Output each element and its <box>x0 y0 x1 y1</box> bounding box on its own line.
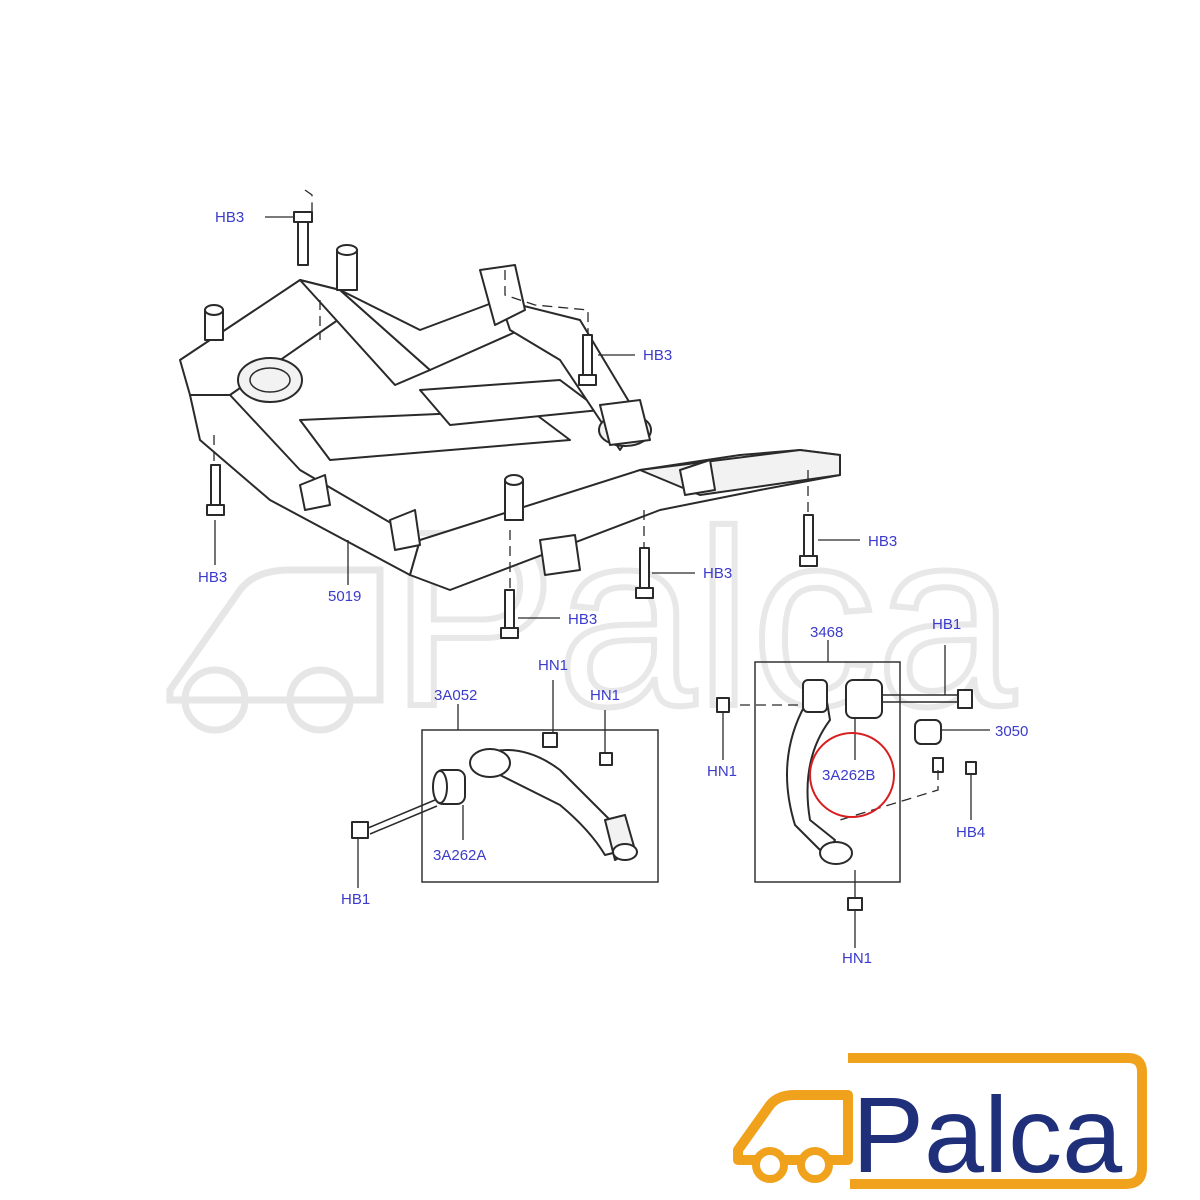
callout-hn1-d: HN1 <box>842 950 872 967</box>
callout-3A262B: 3A262B <box>822 767 875 784</box>
callout-hb1-right: HB1 <box>932 616 961 633</box>
highlight-circle <box>809 732 895 818</box>
callout-hb3-mid: HB3 <box>643 347 672 364</box>
bolt-hb3-bottom <box>500 589 519 639</box>
callout-3A262A: 3A262A <box>433 847 486 864</box>
callout-hb3-right: HB3 <box>868 533 897 550</box>
callout-hb1-left: HB1 <box>341 891 370 908</box>
callout-hn1-b: HN1 <box>590 687 620 704</box>
logo-frame <box>848 1053 1147 1189</box>
callout-hb3-center: HB3 <box>703 565 732 582</box>
bolt-hb3-top <box>293 211 313 266</box>
callout-3A052: 3A052 <box>434 687 477 704</box>
callout-hb3-left: HB3 <box>198 569 227 586</box>
callout-hb3-top: HB3 <box>215 209 244 226</box>
logo-car-icon <box>733 1090 853 1183</box>
logo-text: Palca <box>852 1074 1123 1195</box>
callout-5019: 5019 <box>328 588 361 605</box>
callout-3468: 3468 <box>810 624 843 641</box>
lower-arm-3468-group <box>716 640 990 948</box>
callout-3050: 3050 <box>995 723 1028 740</box>
bolt-hb3-left <box>206 464 225 516</box>
callout-hb3-bottom: HB3 <box>568 611 597 628</box>
callout-hb4: HB4 <box>956 824 985 841</box>
palca-logo: Palca <box>733 1053 1147 1195</box>
subframe-5019 <box>179 244 841 591</box>
callout-hn1-a: HN1 <box>538 657 568 674</box>
callout-hn1-c: HN1 <box>707 763 737 780</box>
lower-arm-3A052-group <box>351 680 659 888</box>
bolt-hb3-right <box>799 514 818 567</box>
